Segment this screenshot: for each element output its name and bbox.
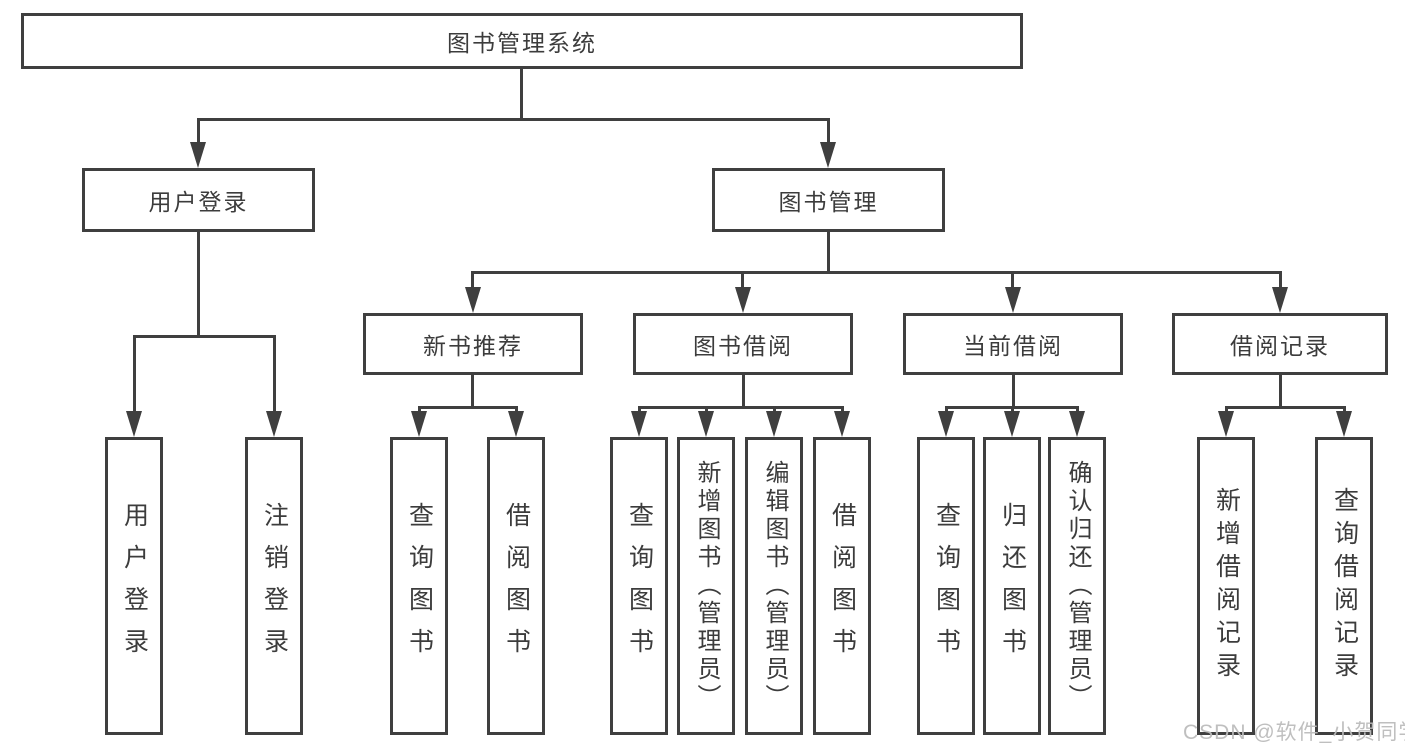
- arrowhead-icon: [126, 411, 142, 437]
- connector-line: [1011, 271, 1014, 290]
- node-current-borrow: 当前借阅: [903, 313, 1123, 375]
- node-label: 查询图书: [625, 502, 654, 670]
- node-label: 查询图书: [405, 502, 434, 670]
- node-label: 借阅记录: [1230, 333, 1330, 359]
- node-label: 图书管理: [778, 189, 879, 215]
- node-label: 注销登录: [260, 502, 289, 670]
- connector-line: [133, 335, 136, 414]
- arrowhead-icon: [698, 411, 714, 437]
- node-book-borrow: 图书借阅: [633, 313, 853, 375]
- node-leaf-edit-books-admin: 编辑图书（管理员）: [745, 437, 803, 735]
- arrowhead-icon: [938, 411, 954, 437]
- node-user-login: 用户登录: [82, 168, 315, 232]
- arrowhead-icon: [1272, 287, 1288, 313]
- connector-line: [520, 69, 523, 120]
- arrowhead-icon: [1336, 411, 1352, 437]
- node-label: 新增借阅记录: [1212, 487, 1241, 685]
- csdn-watermark: CSDN @软件_小贺同学: [1183, 721, 1405, 744]
- connector-line: [1279, 375, 1282, 409]
- node-leaf-borrow-books-recommend: 借阅图书: [487, 437, 545, 735]
- node-label: 新书推荐: [423, 333, 523, 359]
- connector-line: [197, 118, 830, 121]
- node-label: 查询图书: [932, 502, 961, 670]
- arrowhead-icon: [411, 411, 427, 437]
- arrowhead-icon: [465, 287, 481, 313]
- arrowhead-icon: [1005, 287, 1021, 313]
- node-leaf-logout: 注销登录: [245, 437, 303, 735]
- arrowhead-icon: [766, 411, 782, 437]
- node-leaf-query-books-current: 查询图书: [917, 437, 975, 735]
- node-label: 查询借阅记录: [1330, 487, 1359, 685]
- arrowhead-icon: [1218, 411, 1234, 437]
- node-label: 新增图书（管理员）: [693, 460, 720, 712]
- node-book-management: 图书管理: [712, 168, 945, 232]
- connector-line: [197, 118, 200, 145]
- connector-line: [742, 375, 745, 409]
- node-label: 当前借阅: [963, 333, 1063, 359]
- arrowhead-icon: [735, 287, 751, 313]
- node-label: 归还图书: [998, 502, 1027, 670]
- node-label: 借阅图书: [828, 502, 857, 670]
- node-new-book-recommend: 新书推荐: [363, 313, 583, 375]
- connector-line: [1279, 271, 1282, 290]
- connector-line: [471, 271, 1282, 274]
- node-label: 图书管理系统: [447, 30, 597, 56]
- node-leaf-add-books-admin: 新增图书（管理员）: [677, 437, 735, 735]
- node-leaf-query-borrow-record: 查询借阅记录: [1315, 437, 1373, 735]
- node-leaf-query-books-recommend: 查询图书: [390, 437, 448, 735]
- arrowhead-icon: [266, 411, 282, 437]
- node-borrow-records: 借阅记录: [1172, 313, 1388, 375]
- connector-line: [418, 406, 518, 409]
- connector-line: [197, 232, 200, 338]
- node-leaf-borrow-books: 借阅图书: [813, 437, 871, 735]
- arrowhead-icon: [190, 142, 206, 168]
- arrowhead-icon: [820, 142, 836, 168]
- node-leaf-confirm-return-admin: 确认归还（管理员）: [1048, 437, 1106, 735]
- arrowhead-icon: [834, 411, 850, 437]
- arrowhead-icon: [508, 411, 524, 437]
- connector-line: [273, 335, 276, 414]
- connector-line: [471, 271, 474, 290]
- connector-line: [827, 232, 830, 274]
- node-label: 图书借阅: [693, 333, 793, 359]
- arrowhead-icon: [1004, 411, 1020, 437]
- connector-line: [827, 118, 830, 145]
- node-leaf-user-login: 用户登录: [105, 437, 163, 735]
- node-leaf-return-books: 归还图书: [983, 437, 1041, 735]
- connector-line: [133, 335, 276, 338]
- node-label: 编辑图书（管理员）: [761, 460, 788, 712]
- arrowhead-icon: [631, 411, 647, 437]
- connector-line: [638, 406, 844, 409]
- arrowhead-icon: [1069, 411, 1085, 437]
- node-leaf-add-borrow-record: 新增借阅记录: [1197, 437, 1255, 735]
- node-label: 用户登录: [120, 502, 149, 670]
- node-label: 确认归还（管理员）: [1064, 460, 1091, 712]
- node-library-management-system: 图书管理系统: [21, 13, 1023, 69]
- connector-line: [1012, 375, 1015, 409]
- node-label: 借阅图书: [502, 502, 531, 670]
- connector-line: [741, 271, 744, 290]
- connector-line: [471, 375, 474, 409]
- connector-line: [1225, 406, 1346, 409]
- node-leaf-query-books-borrow: 查询图书: [610, 437, 668, 735]
- node-label: 用户登录: [148, 189, 249, 215]
